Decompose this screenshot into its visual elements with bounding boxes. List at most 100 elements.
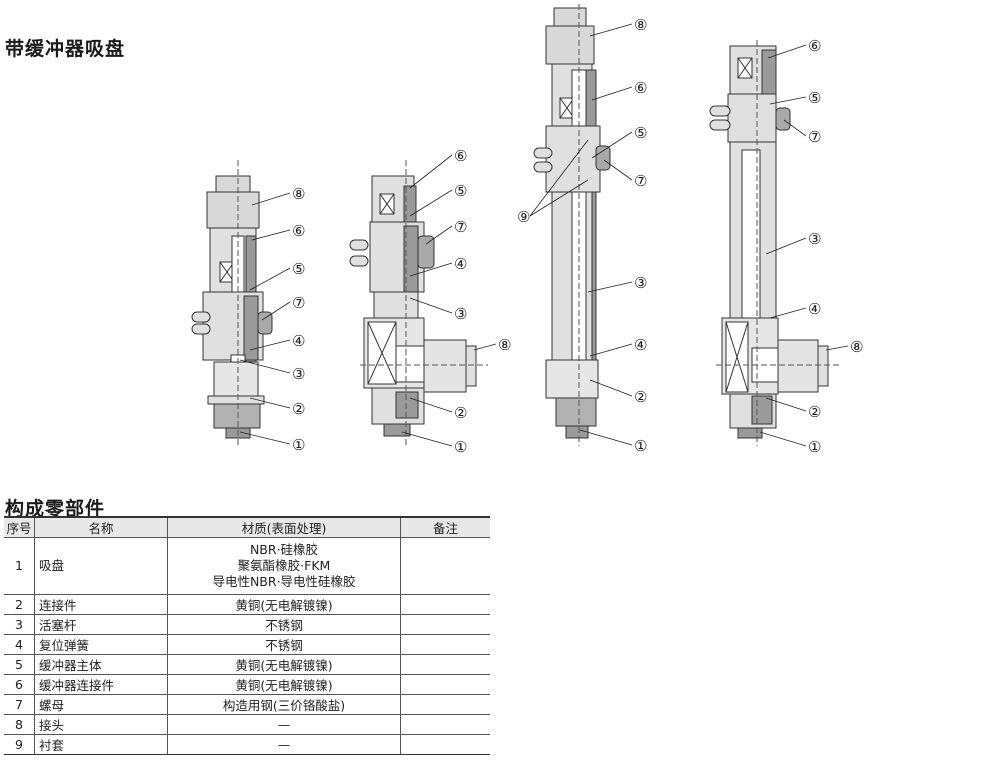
cell-material: 构造用钢(三价铬酸盐) <box>167 694 401 715</box>
material-line: — <box>277 717 291 732</box>
cell-no: 8 <box>4 714 35 735</box>
material-line: — <box>277 737 291 752</box>
cell-name: 衬套 <box>34 734 168 755</box>
material-line: 黄铜(无电解镀镍) <box>235 678 333 693</box>
callout-d2-4: ④ <box>454 255 467 273</box>
callout-d4-1: ① <box>808 438 821 456</box>
callout-d1-7: ⑦ <box>292 294 305 312</box>
leader-lines <box>239 23 849 447</box>
drawing-4 <box>709 40 840 446</box>
cell-no: 2 <box>4 594 35 615</box>
header-note: 备注 <box>400 516 490 538</box>
header-material: 材质(表面处理) <box>167 516 401 538</box>
material-line: 黄铜(无电解镀镍) <box>235 658 333 673</box>
callout-d1-5: ⑤ <box>292 260 305 278</box>
material-line: 构造用钢(三价铬酸盐) <box>222 698 346 713</box>
callout-d1-8: ⑧ <box>292 185 305 203</box>
cell-no: 7 <box>4 694 35 715</box>
callout-d1-1: ① <box>292 436 305 454</box>
table-header-row: 序号 名称 材质(表面处理) 备注 <box>4 516 490 538</box>
cell-name: 连接件 <box>34 594 168 615</box>
callout-d2-3: ③ <box>454 305 467 323</box>
cell-material: 不锈钢 <box>167 614 401 635</box>
cell-note <box>400 654 490 675</box>
callout-d4-4: ④ <box>808 300 821 318</box>
drawing-1 <box>191 160 273 446</box>
material-line: 不锈钢 <box>265 618 303 633</box>
callout-d1-2: ② <box>292 400 305 418</box>
cell-no: 4 <box>4 634 35 655</box>
cell-note <box>400 537 490 595</box>
cell-material: 黄铜(无电解镀镍) <box>167 674 401 695</box>
cell-name: 接头 <box>34 714 168 735</box>
cell-note <box>400 634 490 655</box>
cross-section-drawings: ⑧ ⑥ ⑤ ⑦ ④ ③ ② ① ⑥ ⑤ ⑦ ④ ③ ⑧ ② ① ⑧ ⑥ ⑤ ⑦ … <box>191 4 863 456</box>
callout-d4-8: ⑧ <box>850 338 863 356</box>
callout-d3-4: ④ <box>634 336 647 354</box>
callout-d2-2: ② <box>454 404 467 422</box>
cell-name: 吸盘 <box>34 537 168 595</box>
callout-d4-3: ③ <box>808 230 821 248</box>
callout-d1-4: ④ <box>292 332 305 350</box>
cell-material: — <box>167 734 401 755</box>
cell-material: 不锈钢 <box>167 634 401 655</box>
callout-d4-6: ⑥ <box>808 37 821 55</box>
callout-d3-8: ⑧ <box>634 16 647 34</box>
callout-d2-8: ⑧ <box>498 336 511 354</box>
callout-d4-5: ⑤ <box>808 89 821 107</box>
cell-no: 9 <box>4 734 35 755</box>
callout-labels: ⑧ ⑥ ⑤ ⑦ ④ ③ ② ① ⑥ ⑤ ⑦ ④ ③ ⑧ ② ① ⑧ ⑥ ⑤ ⑦ … <box>292 16 863 456</box>
cell-note <box>400 674 490 695</box>
header-name: 名称 <box>34 516 168 538</box>
cell-no: 1 <box>4 537 35 595</box>
callout-d1-3: ③ <box>292 365 305 383</box>
callout-d3-7: ⑦ <box>634 172 647 190</box>
callout-d3-5: ⑤ <box>634 124 647 142</box>
callout-d3-2: ② <box>634 388 647 406</box>
cell-name: 复位弹簧 <box>34 634 168 655</box>
cell-name: 活塞杆 <box>34 614 168 635</box>
cell-name: 缓冲器连接件 <box>34 674 168 695</box>
cell-note <box>400 734 490 755</box>
callout-d4-2: ② <box>808 403 821 421</box>
cell-note <box>400 714 490 735</box>
material-line: NBR·硅橡胶 <box>249 542 319 557</box>
callout-d3-6: ⑥ <box>634 79 647 97</box>
callout-d2-1: ① <box>454 438 467 456</box>
material-line: 聚氨酯橡胶·FKM <box>237 558 331 573</box>
cell-name: 螺母 <box>34 694 168 715</box>
cell-no: 6 <box>4 674 35 695</box>
material-line: 不锈钢 <box>265 638 303 653</box>
cell-material: 黄铜(无电解镀镍) <box>167 654 401 675</box>
callout-d3-1: ① <box>634 437 647 455</box>
callout-d2-5: ⑤ <box>454 182 467 200</box>
page-title: 带缓冲器吸盘 <box>5 38 126 60</box>
cell-no: 5 <box>4 654 35 675</box>
parts-section-title: 构成零部件 <box>5 498 106 520</box>
material-line: 黄铜(无电解镀镍) <box>235 598 333 613</box>
header-no: 序号 <box>4 516 35 538</box>
callout-d3-3: ③ <box>634 274 647 292</box>
material-line: 导电性NBR·导电性硅橡胶 <box>212 574 356 589</box>
cell-note <box>400 614 490 635</box>
callout-d2-7: ⑦ <box>454 218 467 236</box>
drawing-3 <box>533 4 611 446</box>
callout-d4-7: ⑦ <box>808 128 821 146</box>
cell-no: 3 <box>4 614 35 635</box>
cell-note <box>400 694 490 715</box>
callout-d3-9: ⑨ <box>517 208 530 226</box>
cell-note <box>400 594 490 615</box>
drawing-2 <box>349 160 488 446</box>
